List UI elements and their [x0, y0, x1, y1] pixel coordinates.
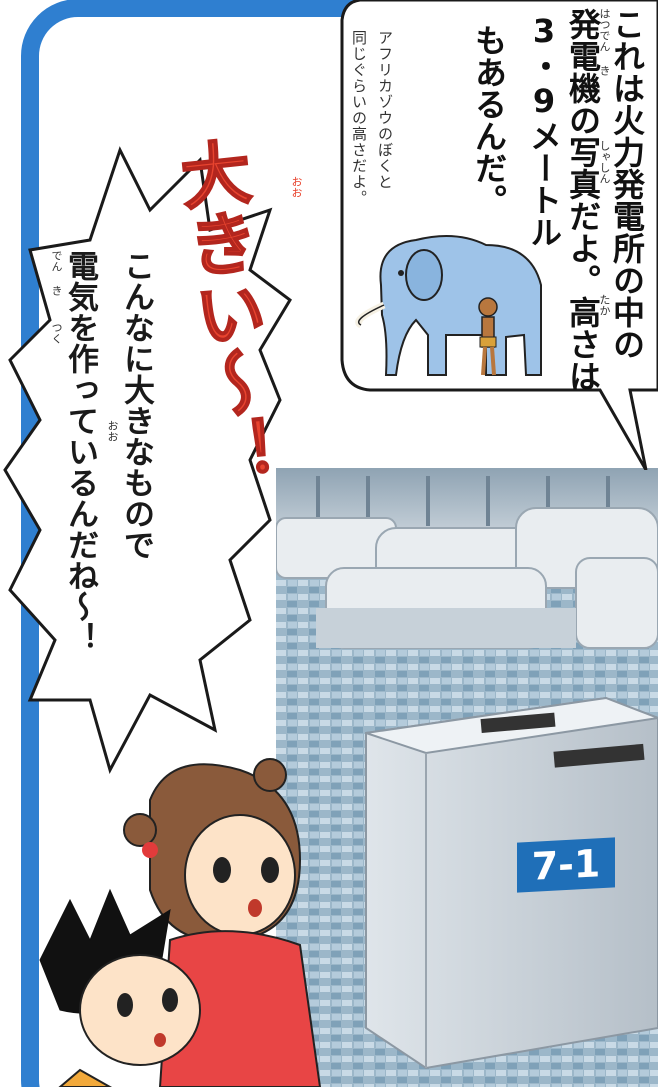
elephant-note: アフリカゾウのぼくと 同じぐらいの高さだよ。 [346, 30, 398, 206]
note-line-2: 同じぐらいの高さだよ。 [350, 30, 368, 206]
ruby-denki: でん き [50, 250, 63, 296]
caption-line-4: もあるんだ。 [470, 24, 508, 216]
caption-line-1: これは火力発電所の中の [608, 8, 646, 360]
exclaim-bubble [3, 146, 292, 774]
caption-line-3: 3・9メートル [525, 12, 563, 248]
elephant-illustration [355, 235, 542, 376]
ruby-tsuku: つく [50, 322, 63, 344]
kids-illustration [39, 758, 322, 1087]
caption-bubble [340, 0, 658, 470]
ruby-oo: おお [106, 420, 119, 442]
note-line-1: アフリカゾウのぼくと [376, 30, 394, 190]
exclaim-ruby: おお [290, 176, 303, 198]
generator-photo [276, 468, 658, 1087]
speech-line-1: こんなに大きなもので [118, 250, 154, 560]
generator-number-plate: 7-1 [517, 837, 615, 893]
ruby-taka: たか [598, 294, 611, 316]
ruby-hatsudenki: はつでん き [598, 8, 611, 76]
ruby-shashin: しゃしん [598, 140, 611, 184]
speech-line-2: 電気を作っているんだね〜！ [62, 250, 98, 653]
caption-line-2: 発電機の写真だよ。高さは [564, 8, 602, 392]
